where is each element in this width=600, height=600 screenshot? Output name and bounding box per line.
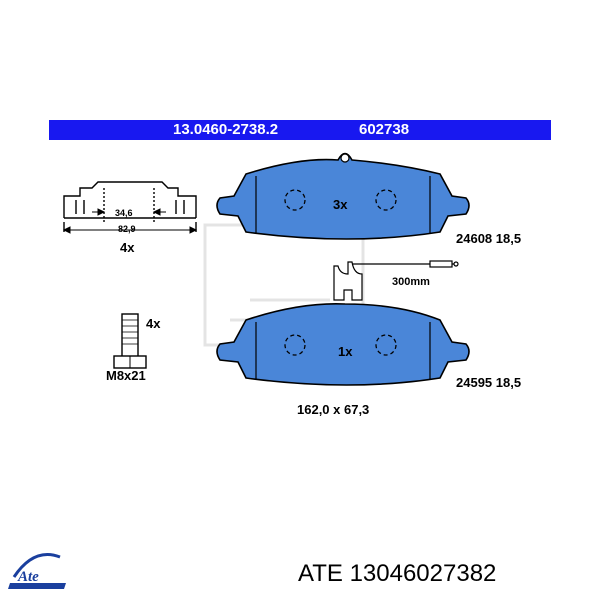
clip-inner-width: 34,6 [115, 208, 133, 218]
pad-bottom-spec: 24595 18,5 [456, 375, 521, 390]
part-number-bar: 13.0460-2738.2 602738 [49, 120, 551, 140]
clip-outer-width: 82,9 [118, 224, 136, 234]
pad-top-spec: 24608 18,5 [456, 231, 521, 246]
bolt-size: M8x21 [106, 368, 146, 383]
pad-top-quantity: 3x [333, 197, 348, 212]
wear-sensor [333, 260, 459, 301]
clip-drawing [63, 181, 197, 232]
pad-bottom-quantity: 1x [338, 344, 353, 359]
logo-text: Ate [17, 569, 39, 585]
pad-dimensions: 162,0 x 67,3 [297, 402, 369, 417]
bolt-icon [113, 313, 147, 369]
sensor-length: 300mm [392, 276, 430, 288]
brake-pad-bottom [216, 303, 470, 386]
brake-pad-top [216, 152, 470, 240]
clip-dimension-lines [62, 208, 198, 234]
ate-logo-icon: Ate [8, 553, 66, 589]
clip-quantity: 4x [120, 240, 135, 255]
part-number: 13.0460-2738.2 [173, 121, 279, 138]
part-code: 602738 [359, 121, 410, 138]
bolt-quantity: 4x [146, 316, 161, 331]
footer-title: ATE 13046027382 [298, 560, 497, 587]
